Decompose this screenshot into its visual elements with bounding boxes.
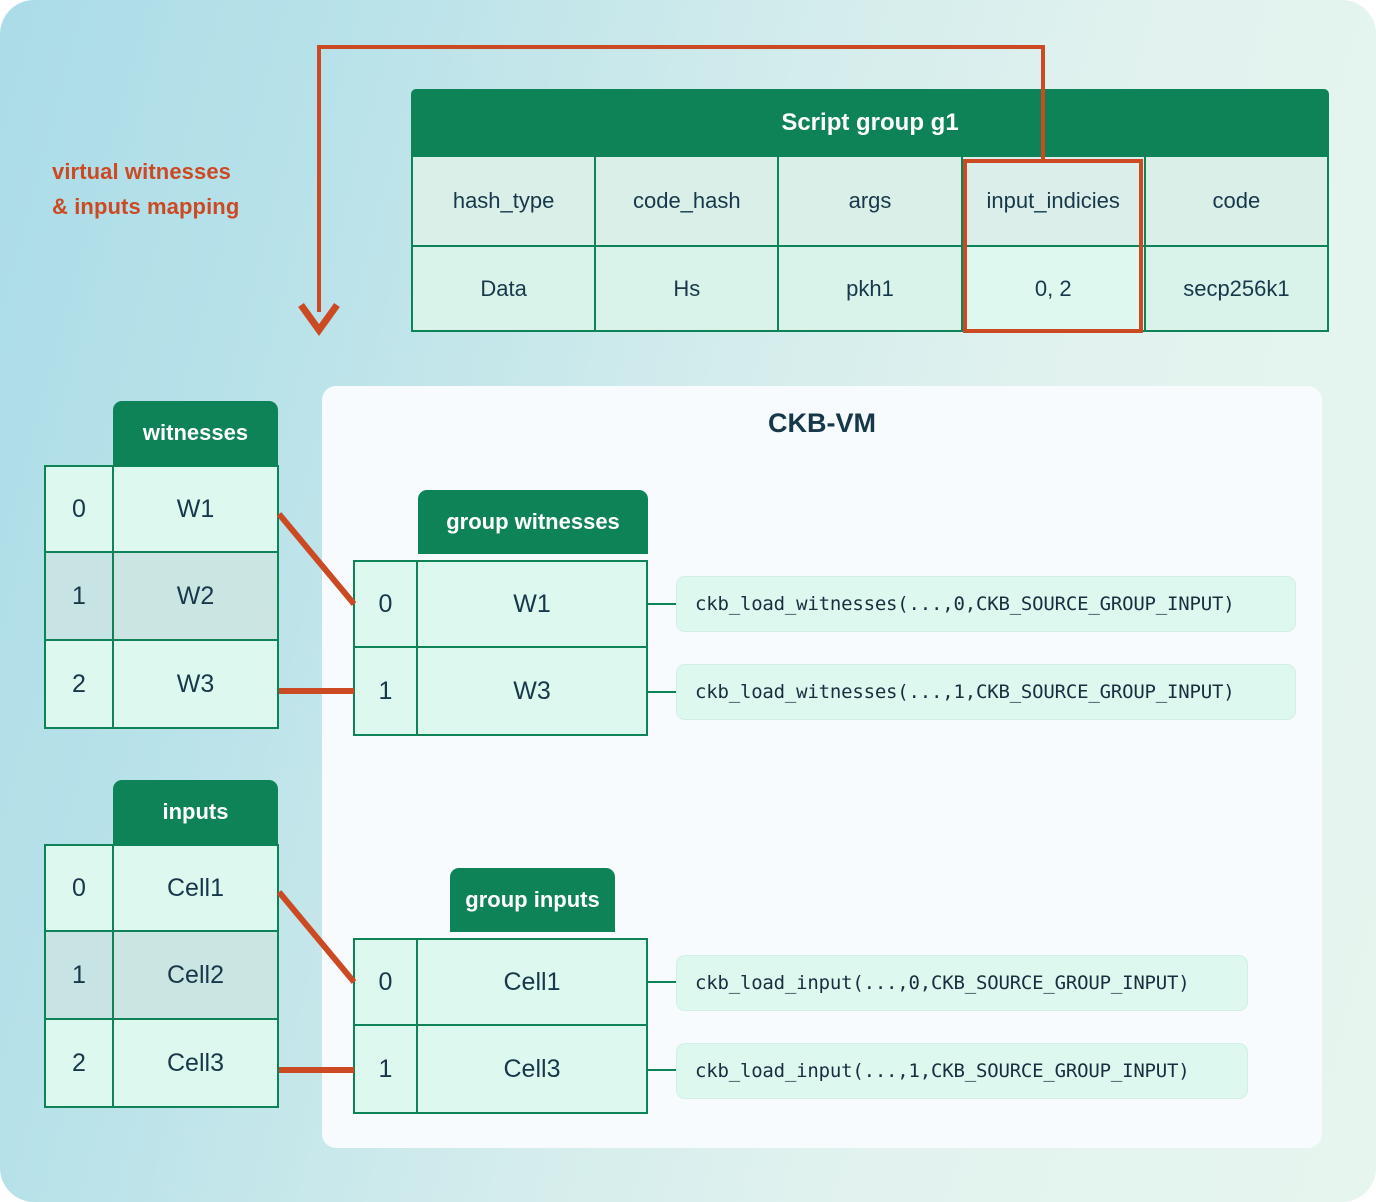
code-chip-load-input-1: ckb_load_input(...,1,CKB_SOURCE_GROUP_IN… xyxy=(676,1043,1248,1099)
group-inputs-grid: 0 Cell1 1 Cell3 xyxy=(353,938,648,1114)
table-row: 1 W3 xyxy=(353,648,648,736)
row-index: 2 xyxy=(44,1020,114,1108)
script-group-header-row: hash_type code_hash args input_indicies … xyxy=(411,157,1330,247)
value-args: pkh1 xyxy=(779,247,963,332)
virtual-witnesses-caption: virtual witnesses & inputs mapping xyxy=(52,155,239,225)
row-index: 1 xyxy=(44,932,114,1020)
script-group-value-row: Data Hs pkh1 0, 2 secp256k1 xyxy=(411,247,1330,332)
row-index: 0 xyxy=(44,465,114,553)
row-index: 0 xyxy=(353,938,418,1026)
row-index: 1 xyxy=(353,1026,418,1114)
row-value: Cell1 xyxy=(114,844,279,932)
row-value: W1 xyxy=(418,560,648,648)
column-header-code-hash: code_hash xyxy=(596,157,780,247)
caption-line-2: & inputs mapping xyxy=(52,193,240,219)
script-group-title: Script group g1 xyxy=(411,89,1329,157)
table-row: 2 Cell3 xyxy=(44,1020,279,1108)
column-header-hash-type: hash_type xyxy=(411,157,597,247)
group-inputs-caption: group inputs xyxy=(450,868,615,932)
table-row: 0 Cell1 xyxy=(44,844,279,932)
row-index: 0 xyxy=(44,844,114,932)
witnesses-grid: 0 W1 1 W2 2 W3 xyxy=(44,465,279,729)
inputs-grid: 0 Cell1 1 Cell2 2 Cell3 xyxy=(44,844,279,1108)
table-row: 0 Cell1 xyxy=(353,938,648,1026)
ckb-vm-title: CKB-VM xyxy=(768,408,876,438)
row-value: Cell3 xyxy=(114,1020,279,1108)
value-code: secp256k1 xyxy=(1145,247,1330,332)
table-row: 1 Cell3 xyxy=(353,1026,648,1114)
value-hash-type: Data xyxy=(411,247,597,332)
column-header-code: code xyxy=(1145,157,1330,247)
row-value: Cell3 xyxy=(418,1026,648,1114)
code-chip-load-witnesses-0: ckb_load_witnesses(...,0,CKB_SOURCE_GROU… xyxy=(676,576,1296,632)
row-value: W1 xyxy=(114,465,279,553)
group-witnesses-grid: 0 W1 1 W3 xyxy=(353,560,648,736)
row-value: W3 xyxy=(114,641,279,729)
table-row: 0 W1 xyxy=(353,560,648,648)
input-indicies-highlight-box xyxy=(963,159,1143,333)
code-chip-load-input-0: ckb_load_input(...,0,CKB_SOURCE_GROUP_IN… xyxy=(676,955,1248,1011)
table-row: 2 W3 xyxy=(44,641,279,729)
script-group-table: Script group g1 hash_type code_hash args… xyxy=(411,89,1330,332)
row-value: W2 xyxy=(114,553,279,641)
table-row: 0 W1 xyxy=(44,465,279,553)
table-row: 1 W2 xyxy=(44,553,279,641)
column-header-args: args xyxy=(779,157,963,247)
row-index: 1 xyxy=(353,648,418,736)
row-value: Cell2 xyxy=(114,932,279,1020)
row-index: 0 xyxy=(353,560,418,648)
inputs-caption: inputs xyxy=(113,780,278,844)
group-witnesses-caption: group witnesses xyxy=(418,490,648,554)
witnesses-caption: witnesses xyxy=(113,401,278,465)
code-chip-load-witnesses-1: ckb_load_witnesses(...,1,CKB_SOURCE_GROU… xyxy=(676,664,1296,720)
row-value: Cell1 xyxy=(418,938,648,1026)
row-index: 1 xyxy=(44,553,114,641)
caption-line-1: virtual witnesses xyxy=(52,159,231,184)
row-value: W3 xyxy=(418,648,648,736)
row-index: 2 xyxy=(44,641,114,729)
value-code-hash: Hs xyxy=(596,247,780,332)
table-row: 1 Cell2 xyxy=(44,932,279,1020)
